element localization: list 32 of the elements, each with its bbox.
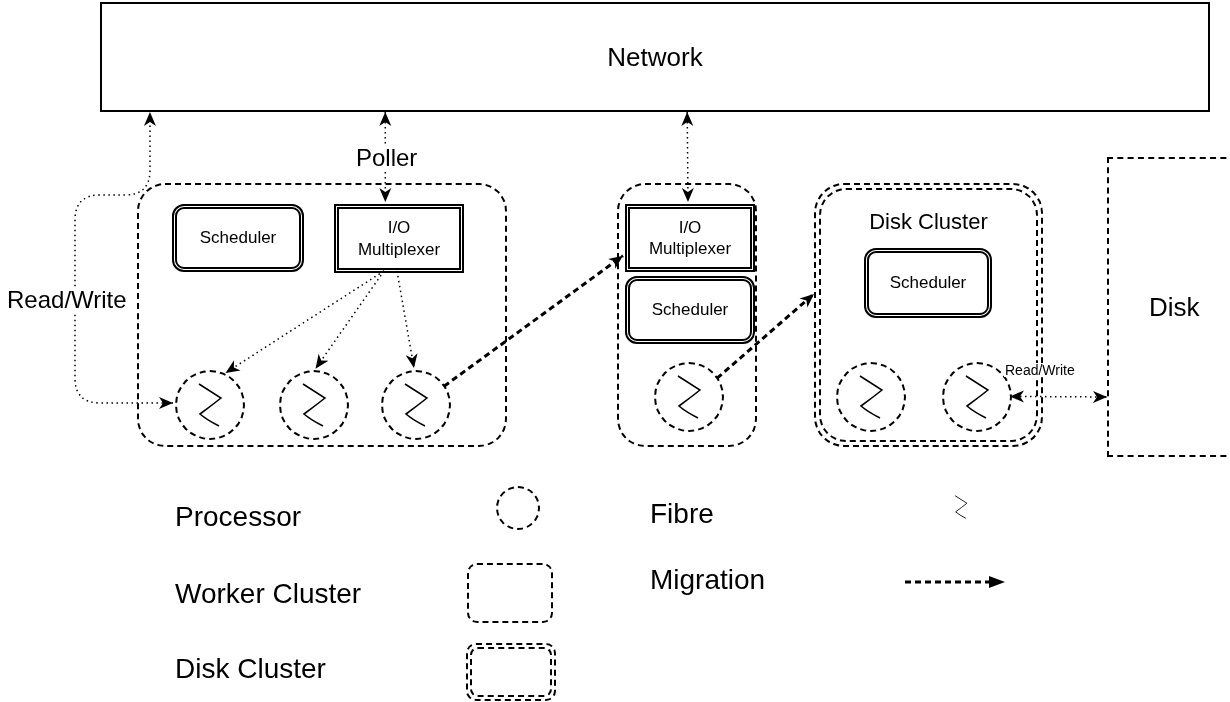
connector-arrow: [1009, 390, 1108, 403]
scheduler-label: Scheduler: [651, 299, 729, 321]
scheduler-box: [172, 204, 304, 272]
connector-arrow: [314, 270, 385, 370]
cluster-title: Disk Cluster: [869, 208, 988, 236]
connector-arrow: [74, 111, 174, 409]
legend-label: Fibre: [650, 500, 714, 528]
legend-label: Processor: [175, 503, 302, 531]
multiplexer-box: [625, 204, 755, 272]
connector-arrow: [396, 270, 418, 369]
edge-label: Read/Write: [1004, 363, 1076, 377]
legend-label: Disk Cluster: [175, 655, 326, 683]
legend-label: Migration: [650, 566, 766, 594]
scheduler-box: [625, 276, 755, 344]
scheduler-label: Scheduler: [199, 227, 277, 249]
worker-cluster: [137, 183, 507, 447]
scheduler-box: [864, 248, 992, 318]
multiplexer-label: I/O Multiplexer: [356, 217, 442, 260]
migration-arrow: [443, 254, 624, 388]
migration-arrow: [716, 292, 815, 380]
worker-cluster: [617, 183, 757, 447]
edge-label: Read/Write: [6, 288, 128, 312]
network-box: [100, 2, 1210, 112]
network-label: Network: [607, 40, 703, 74]
multiplexer-box: [334, 204, 464, 273]
edge-label: Poller: [355, 146, 419, 170]
scheduler-label: Scheduler: [889, 272, 967, 294]
connector-arrow: [224, 270, 385, 374]
disk-label: Disk: [1149, 290, 1200, 324]
multiplexer-label: I/O Multiplexer: [647, 216, 733, 260]
connector-arrow: [681, 111, 694, 203]
legend-label: Worker Cluster: [175, 580, 362, 608]
